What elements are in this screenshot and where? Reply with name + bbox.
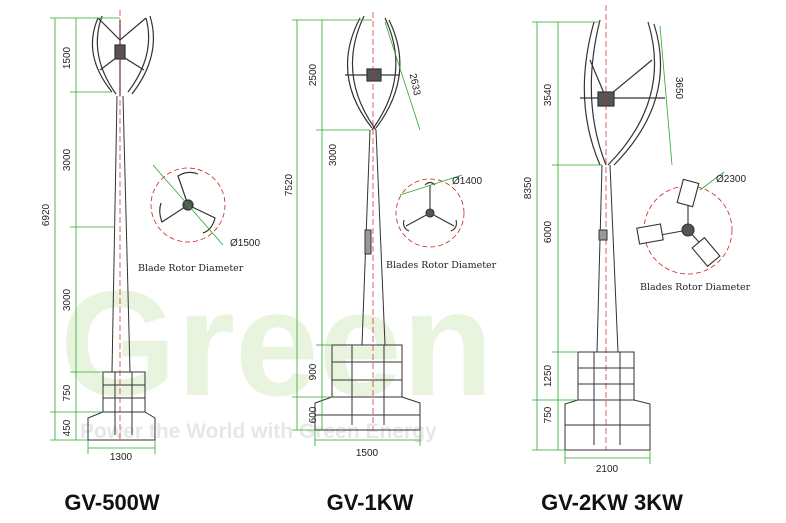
rotor-label-2kw: Blades Rotor Diameter xyxy=(640,282,751,293)
dim-500w-base: 1300 xyxy=(110,452,133,463)
rotor-label-500w: Blade Rotor Diameter xyxy=(138,263,244,274)
rotor-diameter-500w: Ø1500 xyxy=(230,238,260,249)
foundation-1kw xyxy=(314,344,421,431)
rotor-1kw xyxy=(345,15,401,131)
dimensions-1kw xyxy=(292,19,421,446)
caption-gv-500w: GV-500W xyxy=(64,490,160,515)
dim-500w-4: 750 xyxy=(62,384,73,401)
rotor-topview-500w xyxy=(150,164,226,246)
dim-2kw-diagonal: 3650 xyxy=(673,77,684,100)
rotor-diameter-2kw: Ø2300 xyxy=(716,174,746,185)
rotor-topview-2kw xyxy=(636,171,733,275)
dimensions-2kw xyxy=(532,21,673,464)
dim-1kw-total: 7520 xyxy=(284,173,295,196)
pole-2kw xyxy=(596,5,619,450)
dim-500w-2: 3000 xyxy=(62,148,73,171)
model-gv-2kw-3kw: 3540 6000 1250 750 8350 3650 2100 Ø2300 … xyxy=(523,5,751,515)
dim-1kw-3: 900 xyxy=(308,363,319,380)
rotor-topview-1kw xyxy=(395,174,465,248)
dim-2kw-4: 750 xyxy=(543,406,554,423)
model-gv-500w: 1500 3000 3000 750 450 6920 1300 Ø1500 B… xyxy=(41,10,260,515)
foundation-2kw xyxy=(564,351,651,451)
dim-1kw-2: 3000 xyxy=(328,143,339,166)
dim-2kw-1: 3540 xyxy=(543,83,554,106)
dim-1kw-base: 1500 xyxy=(356,448,379,459)
dim-1kw-diagonal: 2633 xyxy=(407,72,422,96)
dim-500w-3: 3000 xyxy=(62,288,73,311)
caption-gv-2kw-3kw: GV-2KW 3KW xyxy=(541,490,683,515)
dimensions-500w xyxy=(50,17,156,454)
dim-2kw-2: 6000 xyxy=(543,220,554,243)
rotor-500w xyxy=(91,15,155,96)
dim-1kw-4: 600 xyxy=(308,406,319,423)
dim-2kw-base: 2100 xyxy=(596,464,619,475)
dim-2kw-3: 1250 xyxy=(543,364,554,387)
dim-2kw-total: 8350 xyxy=(523,176,534,199)
model-gv-1kw: 2500 3000 900 600 7520 2633 1500 Ø1400 B… xyxy=(284,12,497,515)
dim-500w-total: 6920 xyxy=(41,203,52,226)
foundation-500w xyxy=(87,371,156,441)
rotor-2kw xyxy=(580,19,665,166)
dim-500w-1: 1500 xyxy=(62,46,73,69)
dim-500w-5: 450 xyxy=(62,419,73,436)
pole-500w xyxy=(111,10,131,440)
caption-gv-1kw: GV-1KW xyxy=(327,490,414,515)
watermark-logo: Green xyxy=(60,259,494,427)
pole-1kw xyxy=(361,12,386,430)
rotor-label-1kw: Blades Rotor Diameter xyxy=(386,260,497,271)
rotor-diameter-1kw: Ø1400 xyxy=(452,176,482,187)
watermark-slogan: Power the World with Green Energy xyxy=(80,420,437,443)
dim-1kw-1: 2500 xyxy=(308,63,319,86)
